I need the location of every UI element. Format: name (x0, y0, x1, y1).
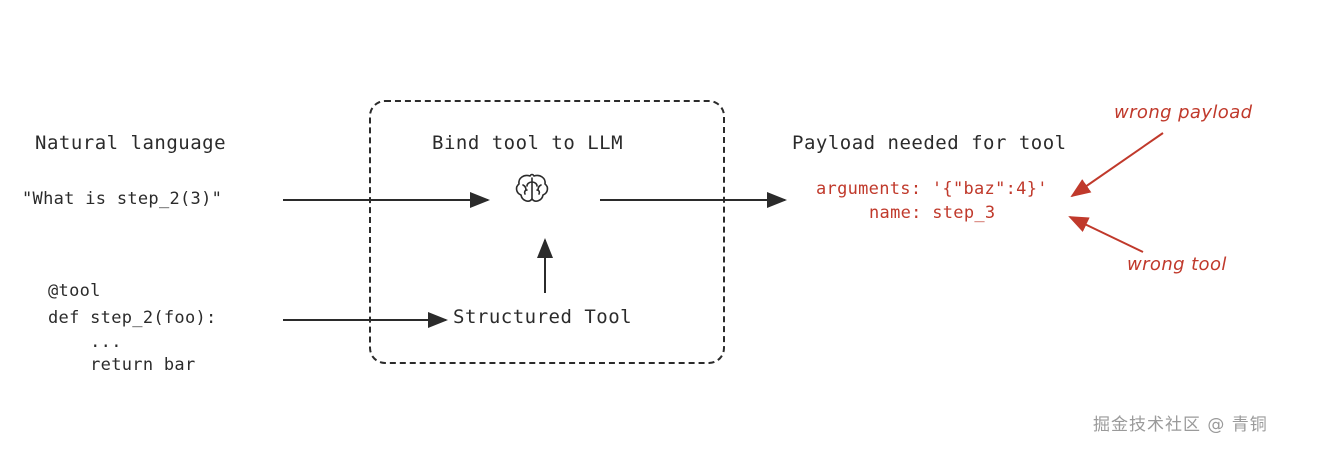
annotation-wrong-tool: wrong tool (1127, 254, 1227, 275)
watermark: 掘金技术社区 @ 青铜 (1093, 415, 1268, 435)
code-line-0: @tool (48, 281, 101, 301)
bind-tool-title: Bind tool to LLM (432, 132, 624, 154)
arrow-wrong-tool (1068, 216, 1144, 253)
payload-line-name: name: step_3 (869, 203, 996, 223)
payload-line-arguments: arguments: '{"baz":4}' (816, 179, 1048, 199)
arrow-wrong-payload (1070, 132, 1164, 198)
structured-tool-label: Structured Tool (453, 306, 633, 328)
natural-language-title: Natural language (35, 132, 227, 154)
code-line-1: def step_2(foo): (48, 308, 217, 328)
annotation-wrong-payload: wrong payload (1114, 102, 1253, 123)
bind-tool-container (369, 100, 725, 364)
code-line-2: ... (48, 332, 122, 352)
code-line-3: return bar (48, 355, 196, 375)
natural-language-query: "What is step_2(3)" (22, 189, 223, 209)
payload-title: Payload needed for tool (792, 132, 1067, 154)
